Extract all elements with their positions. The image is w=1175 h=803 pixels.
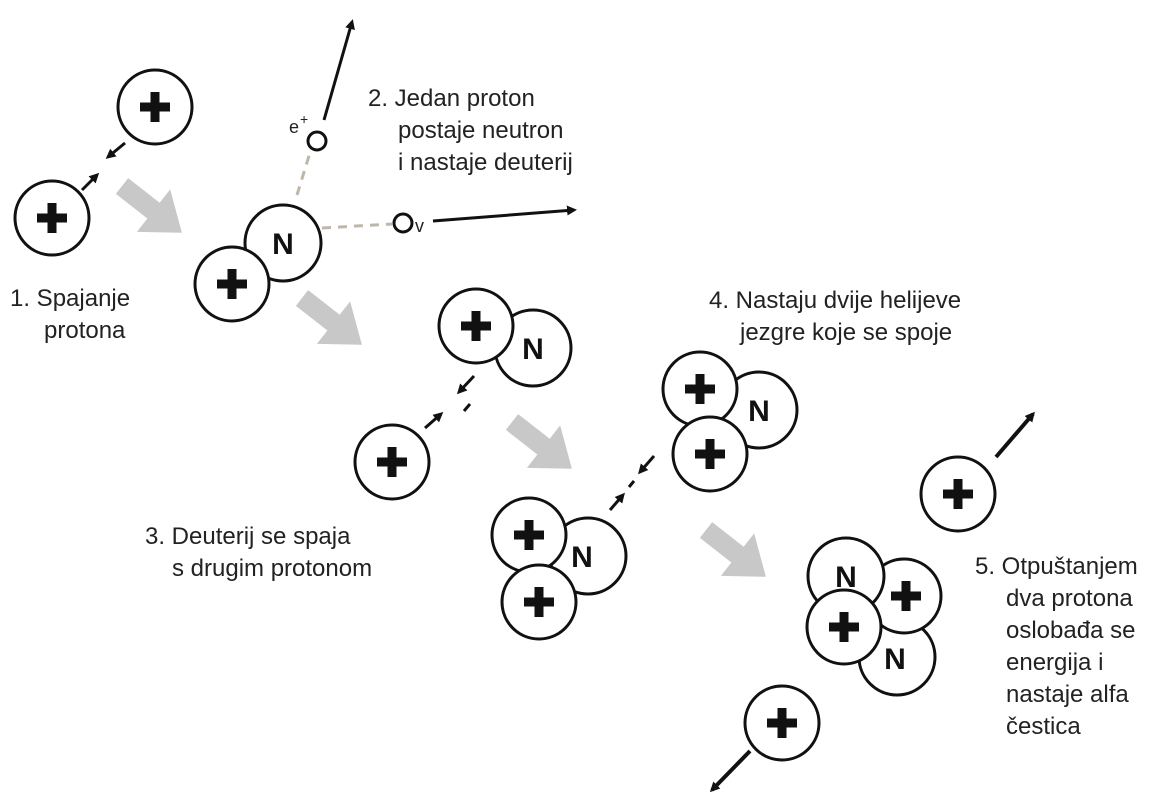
neutrino-path — [321, 222, 393, 230]
step3-label: 3. Deuterij se spaja s drugim protonom — [145, 523, 372, 582]
step5-line: nastaje alfa — [1006, 681, 1129, 708]
neutrino: v — [392, 212, 424, 236]
neutron-label: N — [272, 228, 294, 261]
ejected-proton — [743, 684, 821, 762]
step5-line: energija i — [1006, 649, 1103, 676]
positron-charge: + — [300, 111, 308, 127]
neutron-label: N — [884, 643, 906, 676]
process-arrow-3 — [505, 414, 572, 469]
step5-line: čestica — [1006, 713, 1081, 740]
proton — [13, 179, 91, 257]
step5-line: dva protona — [1006, 585, 1133, 612]
neutrino-label: v — [415, 216, 424, 236]
step3-line: s drugim protonom — [172, 555, 372, 582]
step2-label: 2. Jedan proton postaje neutron i nastaj… — [368, 85, 573, 176]
step1-line: 1. Spajanje — [10, 285, 130, 312]
approach-arrow — [105, 141, 126, 159]
ejected-proton — [919, 455, 997, 533]
step2-line: 2. Jedan proton — [368, 85, 535, 112]
neutron-label: N — [835, 561, 857, 594]
proton — [116, 68, 194, 146]
positron: e + — [289, 111, 328, 152]
approach-arrow — [608, 492, 625, 511]
process-arrow-4 — [699, 522, 766, 577]
step5-line: oslobađa se — [1006, 617, 1135, 644]
approach-arrow — [638, 455, 656, 475]
step5-label: 5. Otpuštanjem dva protona oslobađa se e… — [975, 553, 1144, 740]
approach-arrow — [80, 172, 100, 192]
neutron: N — [243, 203, 323, 283]
neutron-label: N — [748, 395, 770, 428]
step4-label: 4. Nastaju dvije helijeve jezgre koje se… — [709, 287, 968, 346]
step2-deuterium: N e + v — [193, 19, 577, 323]
step1-line: protona — [44, 317, 126, 344]
step4-helium3-pair: N N — [490, 350, 799, 641]
positron-arrow — [322, 19, 355, 121]
helium3-nucleus: N — [490, 496, 628, 641]
ejection-arrow — [709, 749, 752, 793]
process-arrow-2 — [295, 290, 362, 345]
step3-fusion: N — [353, 287, 573, 501]
proton — [437, 287, 515, 365]
proton — [353, 423, 431, 501]
approach-arrow — [456, 374, 476, 395]
step1-protons — [13, 68, 194, 257]
approach-arrow — [424, 412, 444, 430]
process-arrow-1 — [115, 178, 182, 233]
step3-line: 3. Deuterij se spaja — [145, 523, 351, 550]
proton — [193, 245, 271, 323]
process-arrows — [115, 178, 766, 577]
helium3-nucleus: N — [661, 350, 799, 493]
alpha-particle: N N — [805, 536, 943, 697]
step4-line: 4. Nastaju dvije helijeve — [709, 287, 961, 314]
step5-alpha: N N — [709, 411, 1035, 793]
neutrino-arrow — [432, 205, 577, 223]
approach-dash — [627, 480, 636, 488]
ejection-arrow — [994, 411, 1035, 459]
step5-line: 5. Otpuštanjem — [975, 553, 1138, 580]
positron-label: e — [289, 117, 299, 137]
positron-path — [295, 145, 314, 196]
neutron-label: N — [571, 541, 593, 574]
step2-line: i nastaje deuterij — [398, 149, 573, 176]
step1-label: 1. Spajanje protona — [10, 285, 137, 344]
step2-line: postaje neutron — [398, 117, 563, 144]
neutron-label: N — [522, 333, 544, 366]
approach-dash — [462, 403, 472, 412]
step4-line: jezgre koje se spoje — [739, 319, 952, 346]
